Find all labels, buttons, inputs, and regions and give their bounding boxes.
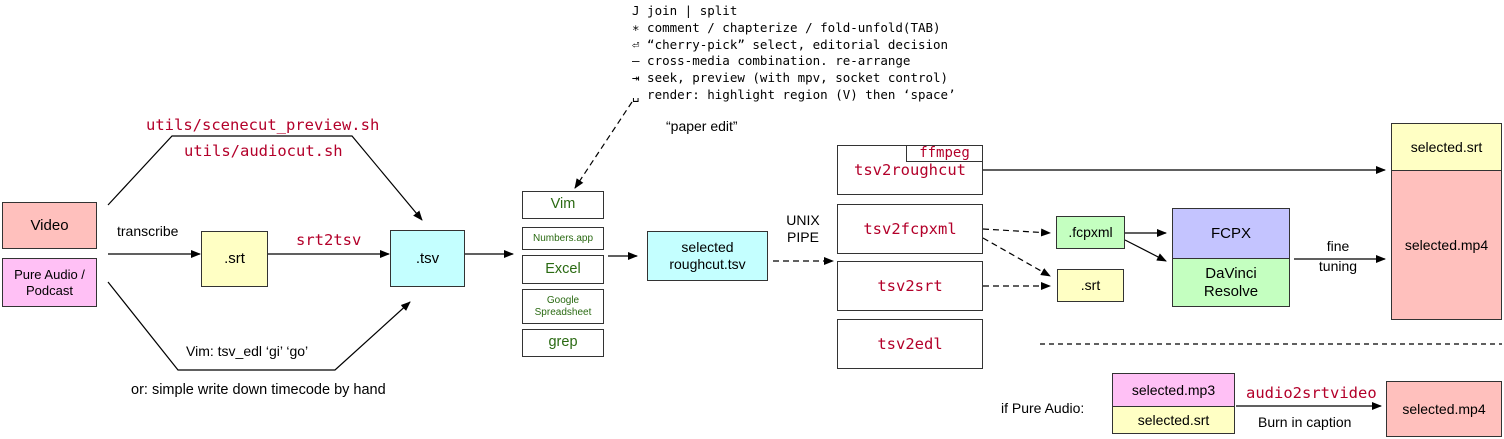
audio2srtvideo-label: audio2srtvideo — [1246, 384, 1377, 402]
command-line: – cross-media combination. re-arrange — [632, 53, 911, 69]
ffmpeg-tag: ffmpeg — [906, 145, 983, 162]
ffmpeg-label: ffmpeg — [919, 145, 970, 162]
transcribe-label: transcribe — [117, 223, 179, 239]
arrow-tsv2fcpxml-to-fcpxml — [982, 228, 1051, 237]
selected-mp4-audio-output: selected.mp4 — [1386, 381, 1502, 437]
editor-excel: Excel — [522, 255, 604, 284]
tsv2srt-label: tsv2srt — [877, 276, 943, 295]
selected-srt-output: selected.srt — [1391, 123, 1502, 171]
arrow-commands-to-vim — [574, 101, 633, 189]
video-input: Video — [2, 202, 97, 249]
burn-in-caption-label: Burn in caption — [1258, 414, 1352, 430]
arrow-video-to-tsv-via-vim — [107, 281, 411, 371]
command-line: ∗ comment / chapterize / fold-unfold(TAB… — [632, 19, 941, 35]
audiocut-script-label: utils/audiocut.sh — [184, 142, 343, 160]
tsv2srt-box: tsv2srt — [837, 261, 983, 311]
tsv-file: .tsv — [390, 230, 465, 287]
selected-mp4-output: selected.mp4 — [1391, 170, 1502, 320]
arrow-fcpxml-to-davinci — [1124, 239, 1167, 262]
paper-edit-label: “paper edit” — [666, 118, 738, 134]
davinci-box: DaVinci Resolve — [1172, 258, 1290, 307]
pure-audio-label: if Pure Audio: — [1001, 400, 1085, 416]
selected-mp3-file: selected.mp3 — [1112, 373, 1235, 407]
command-list: J join | split ∗ comment / chapterize / … — [632, 3, 956, 104]
tsv2edl-box: tsv2edl — [837, 319, 983, 369]
selected-srt-audio-file: selected.srt — [1112, 406, 1235, 434]
editor-grep: grep — [522, 329, 604, 357]
unix-pipe-label: UNIX PIPE — [786, 212, 820, 245]
audio-input: Pure Audio / Podcast — [2, 258, 97, 307]
tsv2edl-label: tsv2edl — [877, 334, 943, 353]
by-hand-label: or: simple write down timecode by hand — [131, 382, 386, 398]
arrow-tsv2fcpxml-to-srt — [982, 237, 1051, 277]
command-line: ⏎ “cherry-pick” select, editorial decisi… — [632, 36, 949, 52]
selected-roughcut-tsv: selected roughcut.tsv — [647, 231, 768, 281]
tsv2roughcut-label: tsv2roughcut — [854, 160, 966, 179]
tsv2fcpxml-box: tsv2fcpxml — [837, 204, 983, 254]
editor-numbers: Numbers.app — [522, 227, 604, 250]
scenecut-script-label: utils/scenecut_preview.sh — [146, 116, 380, 134]
srt-output-file: .srt — [1057, 269, 1124, 302]
fcpxml-file: .fcpxml — [1056, 216, 1125, 249]
command-line: ⇥ seek, preview (with mpv, socket contro… — [632, 70, 949, 86]
vim-tsv-edl-label: Vim: tsv_edl ‘gi’ ‘go’ — [186, 343, 309, 359]
command-line: ␣ render: highlight region (V) then ‘spa… — [632, 86, 956, 102]
srt2tsv-label: srt2tsv — [296, 231, 362, 249]
command-line: J join | split — [632, 3, 738, 18]
editor-google-spreadsheet: Google Spreadsheet — [522, 289, 604, 324]
arrow-video-to-tsv-via-scripts — [107, 135, 423, 221]
tsv2fcpxml-label: tsv2fcpxml — [863, 219, 957, 238]
srt-file: .srt — [201, 231, 268, 287]
fcpx-box: FCPX — [1172, 208, 1290, 259]
fine-tuning-label: fine tuning — [1318, 238, 1358, 275]
editor-vim: Vim — [522, 191, 604, 219]
